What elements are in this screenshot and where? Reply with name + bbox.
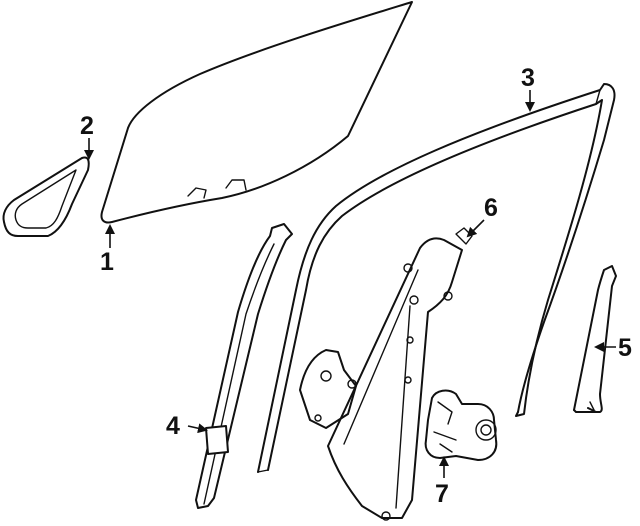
- leader-lines: [84, 90, 616, 478]
- front-channel: [195, 223, 293, 509]
- run-channel: [257, 83, 616, 473]
- window-regulator: [299, 227, 473, 521]
- regulator-motor: [424, 389, 498, 461]
- callout-2: 2: [80, 112, 94, 140]
- callout-7: 7: [435, 480, 449, 508]
- door-glass: [100, 1, 413, 224]
- corner-glass: [2, 156, 90, 237]
- leader-6: [466, 219, 485, 238]
- callout-3: 3: [521, 64, 535, 92]
- callout-labels: 1 2 3 4 5 6 7: [80, 64, 632, 508]
- callout-4: 4: [166, 412, 180, 440]
- callout-5: 5: [618, 334, 632, 362]
- leader-4: [187, 423, 208, 434]
- callout-1: 1: [100, 248, 114, 276]
- rear-channel: [573, 265, 617, 413]
- callout-6: 6: [484, 194, 498, 222]
